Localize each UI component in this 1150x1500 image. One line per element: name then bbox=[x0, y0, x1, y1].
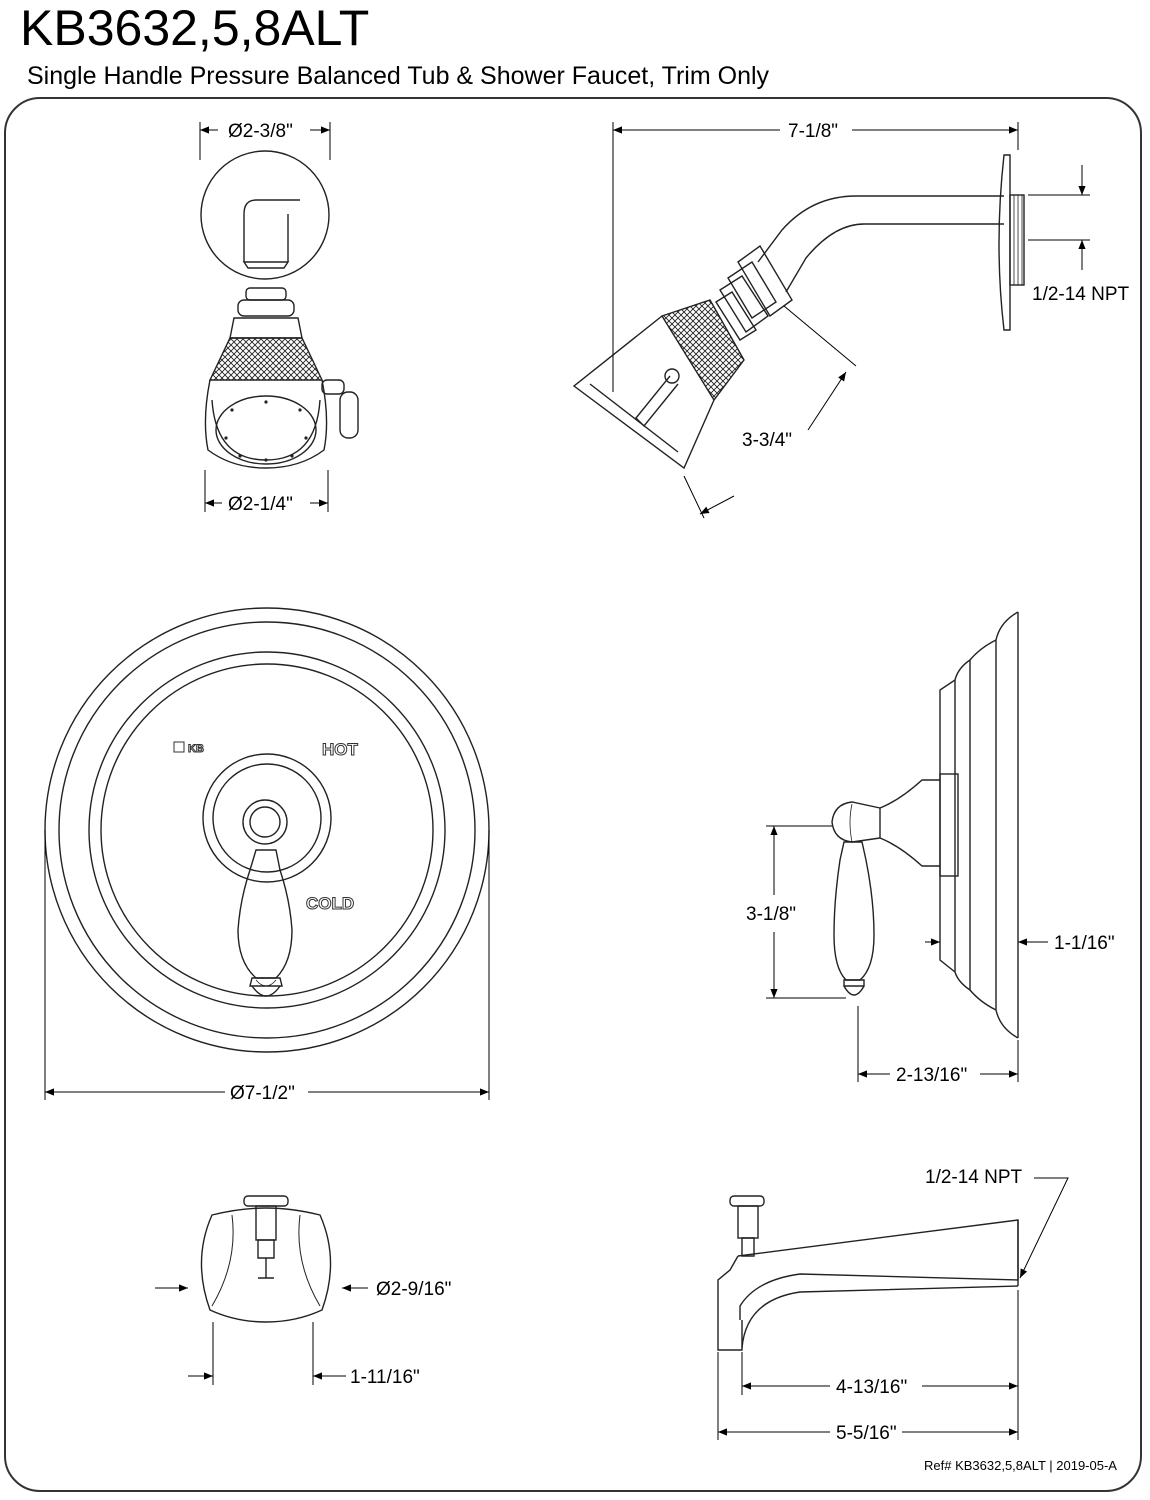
showerhead-side-view bbox=[572, 154, 1025, 470]
brand-logo-icon bbox=[173, 741, 185, 753]
drawing-reference: Ref# KB3632,5,8ALT | 2019-05-A bbox=[924, 1458, 1117, 1473]
plate-hot-mark: HOT bbox=[322, 740, 359, 759]
trim-plate-front-view bbox=[44, 607, 490, 1053]
face-diameter-label: Ø2-1/4" bbox=[228, 494, 293, 515]
spout-thread-label: 1/2-14 NPT bbox=[925, 1167, 1023, 1188]
trim-plate-side-view bbox=[831, 611, 1019, 1039]
tub-spout-side-view bbox=[717, 1195, 1019, 1351]
spout-diameter-label: Ø2-9/16" bbox=[376, 1279, 451, 1300]
showerhead-length-label: 3-3/4" bbox=[742, 430, 792, 451]
arm-reach-label: 7-1/8" bbox=[788, 121, 838, 142]
tub-spout-front-view bbox=[200, 1195, 332, 1323]
spout-width-label: 1-11/16" bbox=[350, 1367, 420, 1388]
plate-brand-mark: KB bbox=[188, 743, 204, 755]
drawing-frame bbox=[4, 97, 1142, 1492]
flange-diameter-label: Ø2-3/8" bbox=[228, 121, 293, 142]
plate-depth-label: 1-1/16" bbox=[1054, 933, 1115, 954]
model-number: KB3632,5,8ALT bbox=[20, 0, 370, 56]
handle-projection-label: 2-13/16" bbox=[896, 1065, 967, 1086]
handle-height-label: 3-1/8" bbox=[746, 904, 796, 925]
product-subtitle: Single Handle Pressure Balanced Tub & Sh… bbox=[27, 62, 770, 90]
plate-cold-mark: COLD bbox=[306, 894, 354, 913]
plate-diameter-label: Ø7-1/2" bbox=[230, 1083, 295, 1104]
arm-thread-label: 1/2-14 NPT bbox=[1032, 284, 1130, 305]
showerhead-front-view bbox=[200, 150, 359, 469]
spout-reach-inner-label: 4-13/16" bbox=[836, 1377, 907, 1398]
spout-reach-overall-label: 5-5/16" bbox=[836, 1423, 897, 1444]
